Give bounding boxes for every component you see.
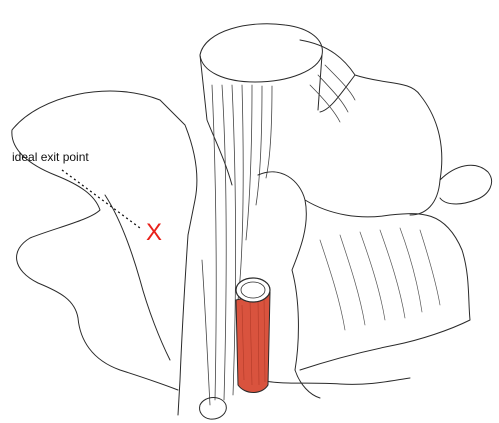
vertebral-body-top xyxy=(200,24,322,82)
vertebral-artery xyxy=(236,278,270,393)
ideal-exit-point-label: ideal exit point xyxy=(12,150,89,164)
base-outline xyxy=(260,370,410,398)
right-lamina-outline xyxy=(300,40,492,215)
leader-line xyxy=(62,170,140,228)
right-articular-fibers xyxy=(310,65,355,122)
exit-point-marker: X xyxy=(146,221,162,245)
left-process-outline xyxy=(12,91,197,415)
vertebral-body-sides xyxy=(200,55,322,185)
right-pedicle-outline xyxy=(258,172,470,370)
column-base-lobe xyxy=(200,398,227,420)
right-process-hatching xyxy=(320,228,440,330)
